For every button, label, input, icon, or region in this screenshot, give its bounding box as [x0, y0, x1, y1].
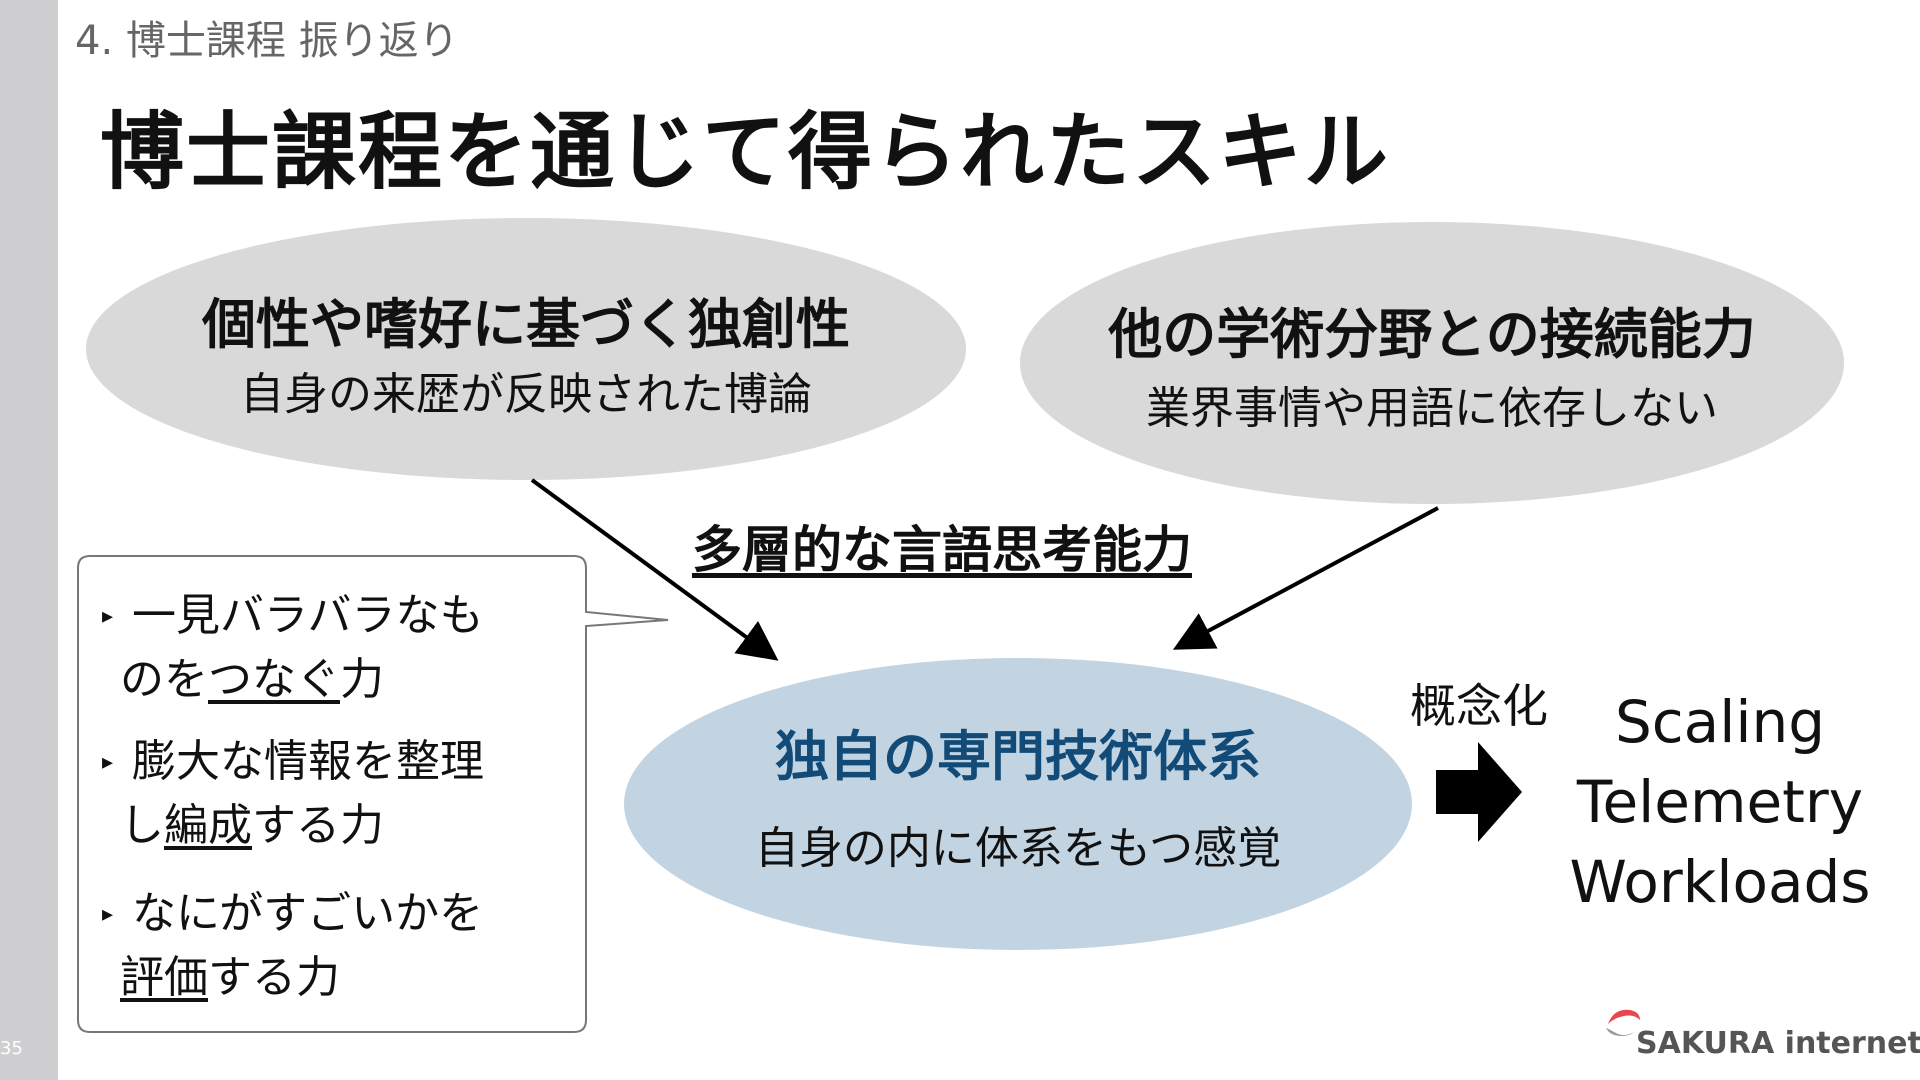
callout-item-3: なにがすごいかを: [132, 882, 483, 946]
sakura-logo-icon: [1606, 1009, 1640, 1036]
bullet-icon: ▸: [102, 604, 114, 629]
arrow-right-to-center: [1172, 506, 1439, 650]
slide-sidebar: [0, 0, 58, 1080]
callout-item-2-line1: 膨大な情報を整理: [132, 736, 484, 787]
result-term-workloads: Workloads: [1569, 848, 1871, 916]
result-term-telemetry: Telemetry: [1576, 768, 1864, 836]
sakura-logo-text: SAKURA internet: [1636, 1026, 1920, 1061]
bullet-icon: ▸: [102, 902, 114, 927]
arrow-left-to-center: [530, 478, 779, 661]
connection-heading: 他の学術分野との接続能力: [1108, 303, 1756, 366]
callout-item-1: 一見バラバラなも: [132, 584, 484, 648]
expertise-subtext: 自身の内に体系をもつ感覚: [754, 823, 1282, 874]
concept-arrow: [1436, 742, 1522, 842]
expertise-heading: 独自の専門技術体系: [775, 725, 1261, 788]
expertise-ellipse: [624, 658, 1412, 950]
bullet-icon: ▸: [102, 750, 114, 775]
section-label: 4. 博士課程 振り返り: [75, 18, 459, 64]
callout-item-2-line2: し編成する力: [120, 800, 384, 851]
originality-heading: 個性や嗜好に基づく独創性: [202, 293, 850, 356]
connection-ellipse: [1020, 222, 1844, 504]
concept-label: 概念化: [1410, 679, 1548, 733]
callout-item-1-line2: のをつなぐ力: [120, 654, 384, 705]
callout-box: [77, 555, 669, 1033]
callout-item-1-line1: 一見バラバラなも: [132, 590, 484, 641]
callout-item-3-line2: 評価する力: [120, 952, 340, 1003]
middle-label: 多層的な言語思考能力: [692, 521, 1192, 579]
originality-subtext: 自身の来歴が反映された博論: [240, 369, 812, 420]
callout-item-3-line1: なにがすごいかを: [132, 888, 484, 939]
originality-ellipse: [86, 218, 966, 480]
result-terms: Scaling Telemetry Workloads: [1555, 682, 1885, 922]
connection-subtext: 業界事情や用語に依存しない: [1146, 383, 1718, 434]
result-term-scaling: Scaling: [1614, 688, 1826, 756]
slide-title: 博士課程を通じて得られたスキル: [100, 103, 1391, 201]
page-number: 35: [0, 1038, 23, 1059]
callout-item-2: 膨大な情報を整理: [132, 730, 484, 794]
